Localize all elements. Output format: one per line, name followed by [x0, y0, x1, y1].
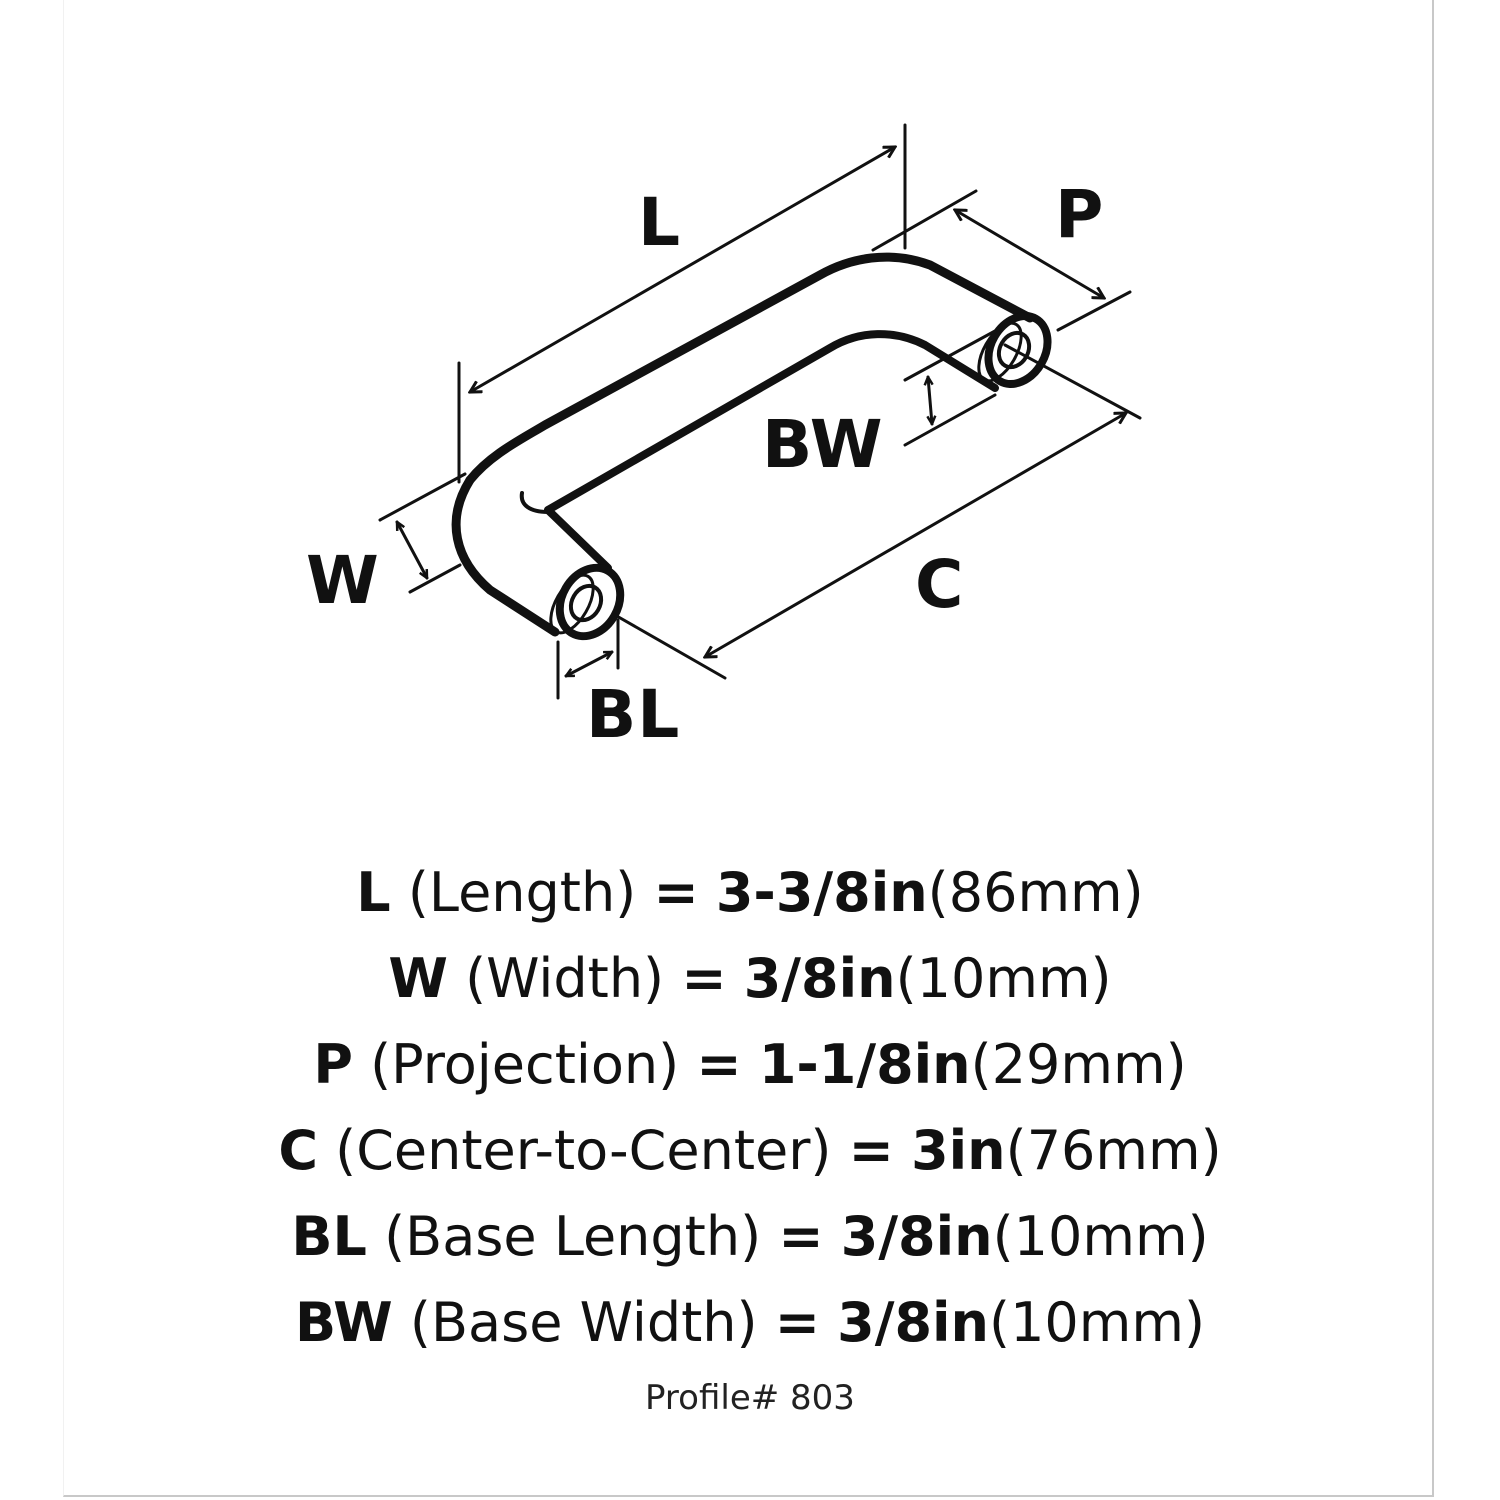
spec-mm-value: (10mm) — [895, 947, 1112, 1010]
spec-center-to-center: C (Center-to-Center) = 3in(76mm) — [0, 1108, 1500, 1194]
handle-diagram — [378, 123, 1142, 700]
spec-length: L (Length) = 3-3/8in(86mm) — [0, 850, 1500, 936]
spec-equals: = — [778, 1205, 824, 1268]
spec-name: (Base Length) — [384, 1205, 762, 1268]
spec-inch-value: 3/8in — [743, 947, 896, 1010]
spec-code: P — [313, 1033, 353, 1096]
spec-code: C — [278, 1119, 318, 1182]
spec-mm-value: (29mm) — [970, 1033, 1187, 1096]
spec-name: (Length) — [407, 861, 637, 924]
spec-code: BL — [291, 1205, 367, 1268]
specifications-list: L (Length) = 3-3/8in(86mm) W (Width) = 3… — [0, 850, 1500, 1366]
spec-name: (Projection) — [370, 1033, 680, 1096]
spec-inch-value: 1-1/8in — [758, 1033, 971, 1096]
spec-code: W — [388, 947, 448, 1010]
spec-mm-value: (76mm) — [1005, 1119, 1222, 1182]
spec-width: W (Width) = 3/8in(10mm) — [0, 936, 1500, 1022]
spec-name: (Center-to-Center) — [335, 1119, 832, 1182]
spec-code: L — [356, 861, 391, 924]
spec-name: (Width) — [465, 947, 665, 1010]
spec-equals: = — [696, 1033, 742, 1096]
label-base-length: BL — [586, 676, 681, 753]
spec-mm-value: (10mm) — [989, 1291, 1206, 1354]
label-center-to-center: C — [915, 546, 965, 623]
spec-inch-value: 3in — [911, 1119, 1006, 1182]
spec-projection: P (Projection) = 1-1/8in(29mm) — [0, 1022, 1500, 1108]
label-length: L — [638, 184, 682, 261]
spec-inch-value: 3-3/8in — [715, 861, 928, 924]
spec-equals: = — [774, 1291, 820, 1354]
spec-mm-value: (10mm) — [992, 1205, 1209, 1268]
label-base-width: BW — [762, 406, 884, 483]
spec-inch-value: 3/8in — [840, 1205, 993, 1268]
profile-number: Profile# 803 — [645, 1378, 855, 1418]
spec-equals: = — [653, 861, 699, 924]
spec-equals: = — [681, 947, 727, 1010]
spec-equals: = — [848, 1119, 894, 1182]
label-width: W — [306, 542, 380, 619]
spec-inch-value: 3/8in — [837, 1291, 989, 1354]
spec-code: BW — [294, 1291, 393, 1354]
spec-base-width: BW (Base Width) = 3/8in(10mm) — [0, 1280, 1500, 1366]
dimension-lines — [378, 123, 1142, 700]
spec-mm-value: (86mm) — [927, 861, 1144, 924]
spec-base-length: BL (Base Length) = 3/8in(10mm) — [0, 1194, 1500, 1280]
label-projection: P — [1055, 176, 1105, 253]
spec-name: (Base Width) — [409, 1291, 758, 1354]
